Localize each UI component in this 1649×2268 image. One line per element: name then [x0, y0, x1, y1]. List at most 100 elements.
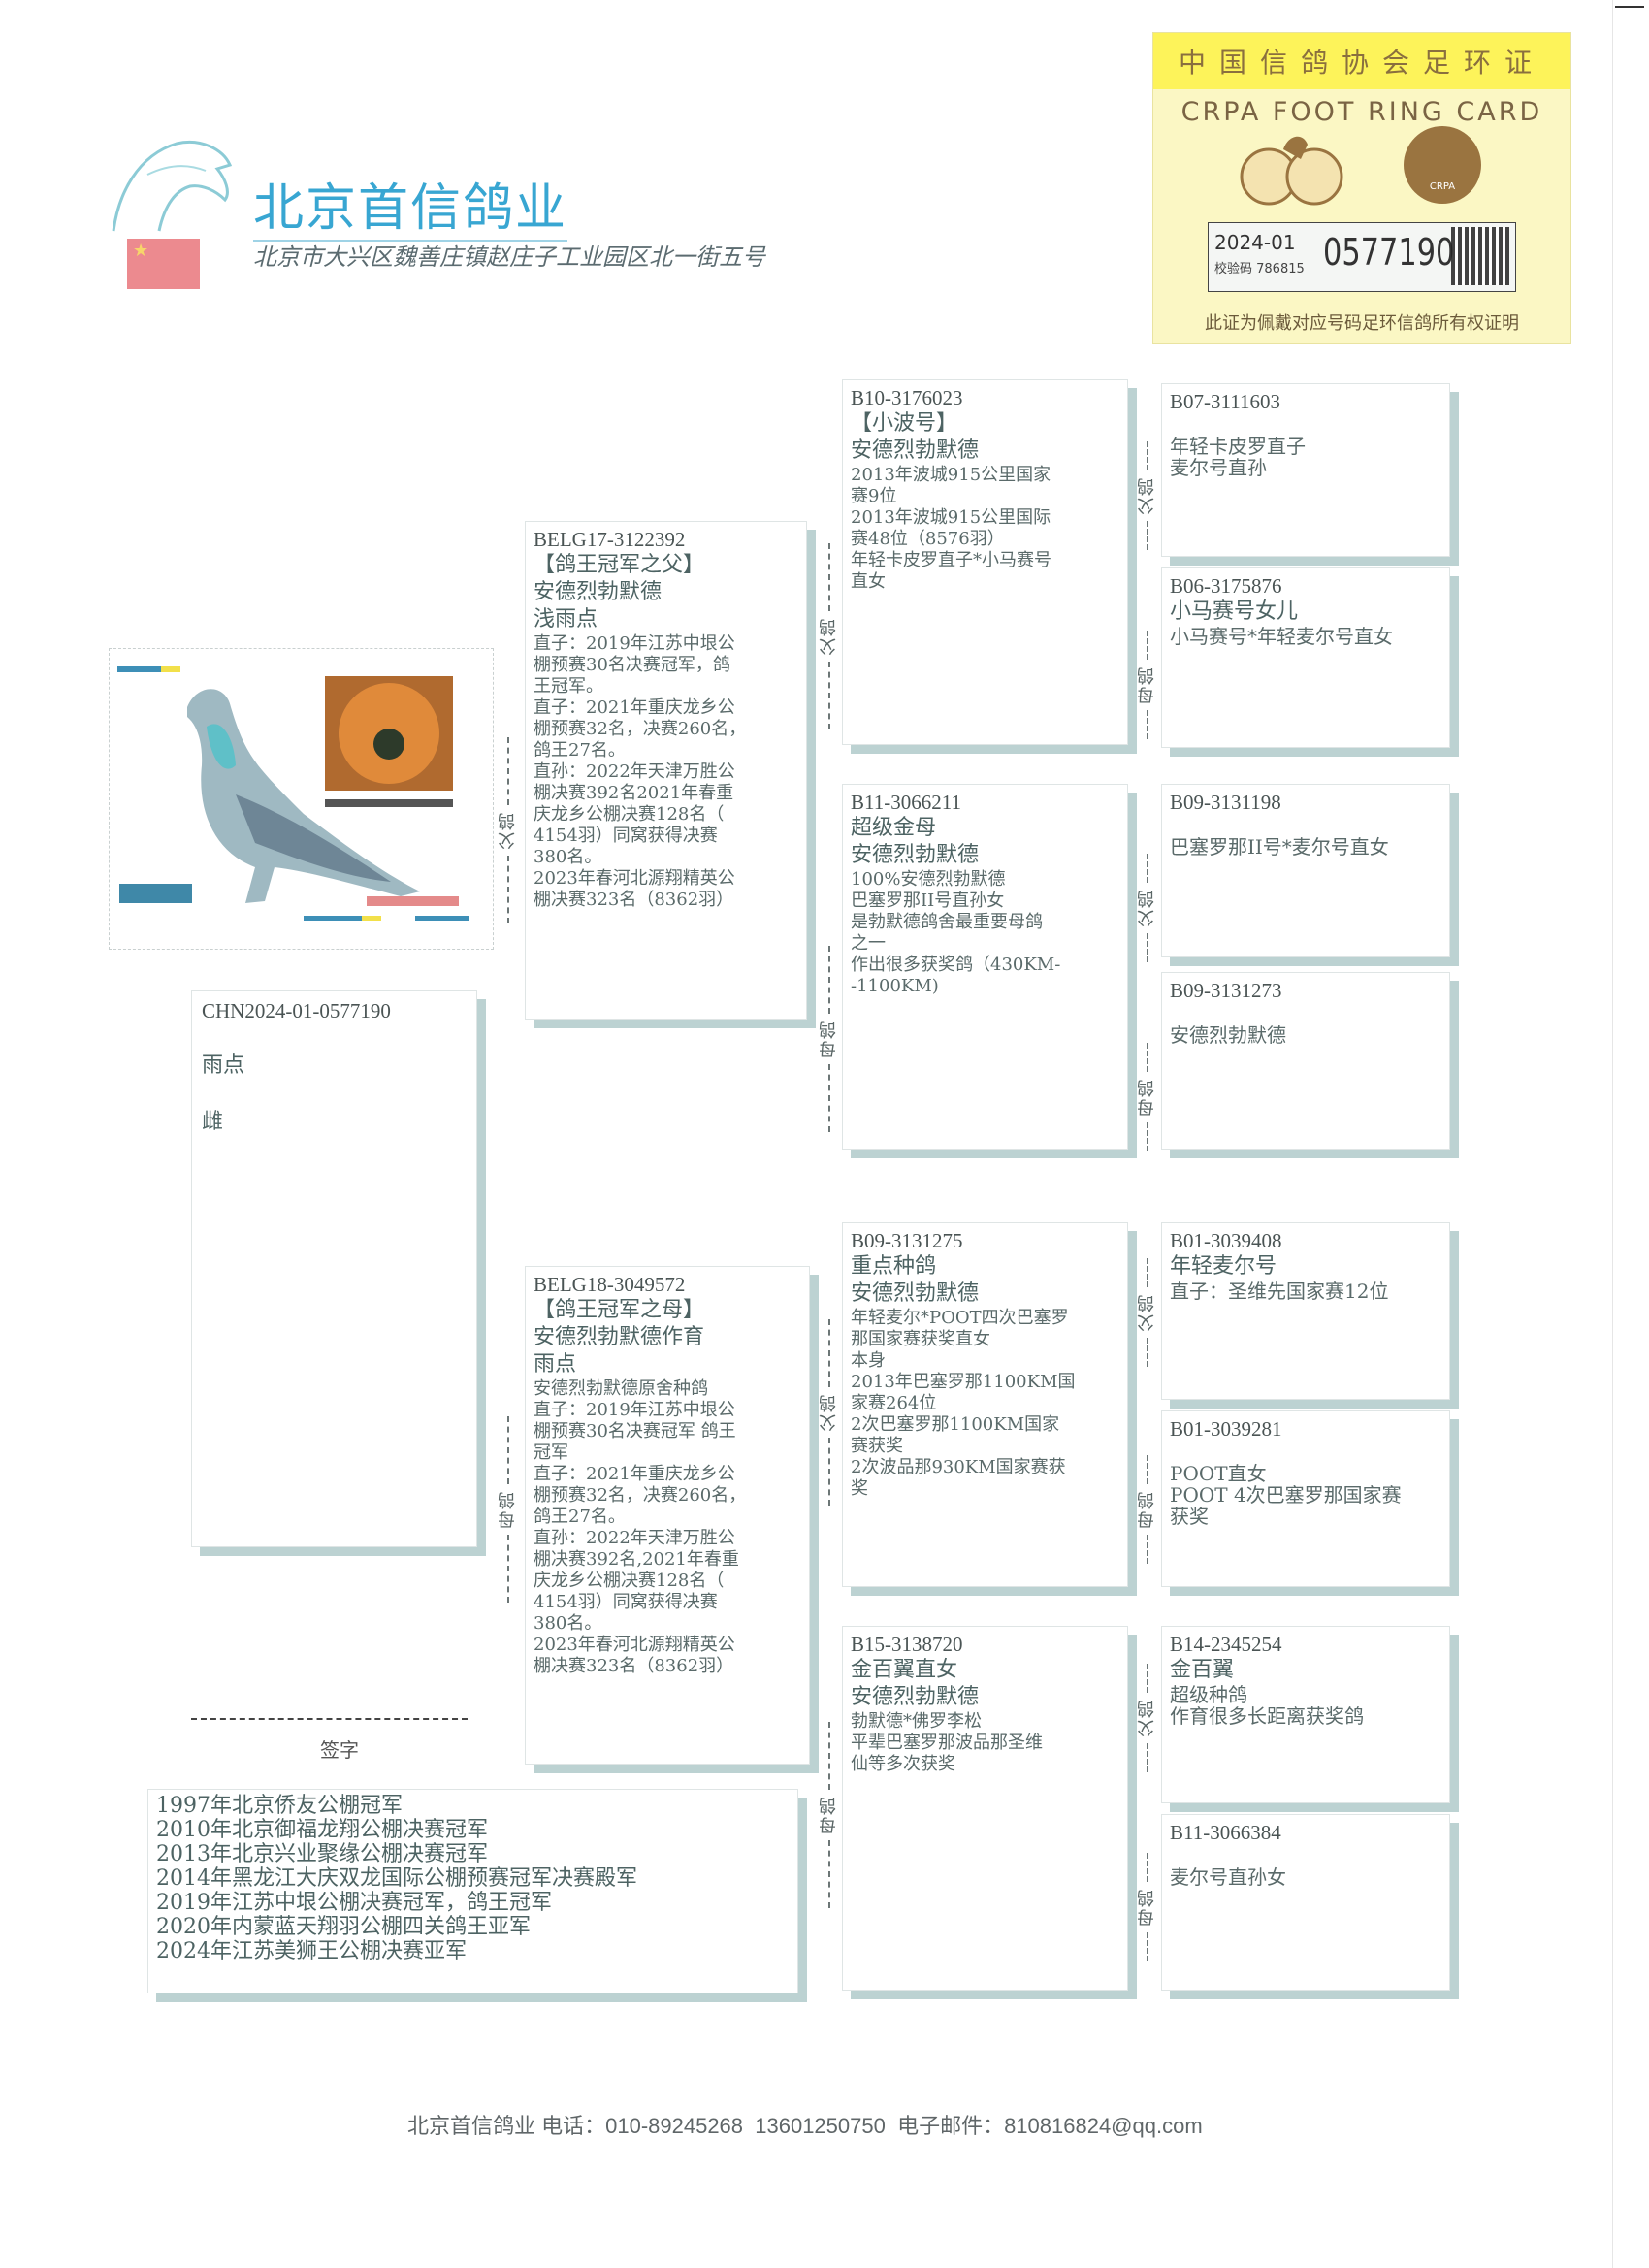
achievement-item: 2024年江苏美狮王公棚决赛亚军 [156, 1939, 467, 1963]
loft-achievements-box: 1997年北京侨友公棚冠军 2010年北京御福龙翔公棚决赛冠军 2013年北京兴… [147, 1789, 798, 1993]
pigeon-photo [109, 648, 494, 950]
foot-ring-card: 中国信鸽协会足环证 CRPA FOOT RING CARD CRPA 2024-… [1152, 32, 1571, 344]
subject-color: 雨点 [202, 1053, 245, 1078]
gp-detail: 家赛264位 [851, 1393, 937, 1413]
sire-connector-label: 父鸽 [1137, 441, 1157, 550]
grandparent-box: B11-3066211 超级金母 安德烈勃默德 100%安德烈勃默德 巴塞罗那I… [842, 784, 1128, 1150]
gp-name: 金百翼直女 [851, 1658, 958, 1682]
gp-detail: 2次巴塞罗那1100KM国家 [851, 1414, 1060, 1435]
dam-connector-label: 母鸽 [819, 1722, 839, 1908]
ggp-detail: 麦尔号直孙 [1170, 456, 1267, 479]
ggp-detail: 麦尔号直孙女 [1170, 1865, 1286, 1889]
gp-strain: 安德烈勃默德 [851, 438, 980, 463]
gp-ring: B10-3176023 [851, 386, 963, 409]
achievement-item: 2010年北京御福龙翔公棚决赛冠军 [156, 1818, 488, 1842]
qr-code-icon [1451, 227, 1509, 285]
signature-label: 签字 [320, 1738, 359, 1762]
china-flag-icon: ★ [127, 239, 200, 289]
dam-detail: 安德烈勃默德原舍种鸽 [534, 1378, 708, 1399]
great-grandparent-box: B09-3131273 安德烈勃默德 [1161, 972, 1450, 1150]
dam-strain: 安德烈勃默德作育 [534, 1325, 705, 1349]
crpa-seal-text: CRPA [1429, 181, 1456, 192]
great-grandparent-box: B09-3131198 巴塞罗那II号*麦尔号直女 [1161, 784, 1450, 957]
subject-sex: 雌 [202, 1110, 224, 1134]
sire-connector-label: 父鸽 [1137, 1664, 1157, 1772]
globe-pigeon-logo-icon [1235, 130, 1351, 208]
ggp-ring: B01-3039408 [1170, 1229, 1282, 1252]
ggp-name: 金百翼 [1170, 1658, 1235, 1682]
sire-connector-label: 父鸽 [819, 1319, 839, 1506]
ggp-name: 小马赛号女儿 [1170, 599, 1299, 624]
dam-connector-label: 母鸽 [1137, 1455, 1157, 1564]
great-grandparent-box: B06-3175876 小马赛号女儿 小马赛号*年轻麦尔号直女 [1161, 567, 1450, 748]
gp-strain: 安德烈勃默德 [851, 1281, 980, 1306]
ggp-ring: B09-3131198 [1170, 791, 1281, 814]
achievement-item: 1997年北京侨友公棚冠军 [156, 1794, 403, 1818]
ring-card-title-cn: 中国信鸽协会足环证 [1153, 33, 1570, 89]
sire-detail: 2023年春河北源翔精英公 [534, 868, 735, 889]
gp-ring: B15-3138720 [851, 1633, 963, 1656]
great-grandparent-box: B01-3039281 POOT直女 POOT 4次巴塞罗那国家赛 获奖 [1161, 1410, 1450, 1587]
gp-detail: 年轻麦尔*POOT四次巴塞罗 [851, 1308, 1069, 1328]
dam-connector-label: 母鸽 [1137, 1043, 1157, 1151]
dam-detail: 直孙：2022年天津万胜公 [534, 1528, 735, 1548]
dam-detail: 4154羽）同窝获得决赛 [534, 1592, 718, 1612]
sire-box: BELG17-3122392 【鸽王冠军之父】 安德烈勃默德 浅雨点 直子：20… [525, 521, 807, 1020]
dam-detail: 鸽王27名。 [534, 1507, 626, 1527]
ggp-detail: POOT 4次巴塞罗那国家赛 [1170, 1483, 1402, 1507]
ggp-name: 年轻麦尔号 [1170, 1254, 1277, 1279]
gp-detail: 作出很多获奖鸽（430KM- [851, 955, 1061, 975]
dam-detail: 380名。 [534, 1613, 602, 1634]
sire-title: 【鸽王冠军之父】 [534, 553, 705, 577]
sire-detail: 庆龙乡公棚决赛128名（ [534, 804, 725, 825]
subject-ring-number: CHN2024-01-0577190 [202, 999, 391, 1022]
sire-detail: 棚决赛323名（8362羽） [534, 890, 734, 910]
achievement-item: 2014年黑龙江大庆双龙国际公棚预赛冠军决赛殿军 [156, 1866, 637, 1891]
dam-detail: 棚决赛323名（8362羽） [534, 1656, 734, 1676]
sire-detail: 王冠军。 [534, 676, 603, 697]
gp-strain: 安德烈勃默德 [851, 1685, 980, 1709]
gp-detail: 赛9位 [851, 486, 897, 506]
ring-card-title-en: CRPA FOOT RING CARD [1180, 97, 1543, 127]
ring-year-code: 2024-01 [1214, 231, 1296, 254]
dam-detail: 棚预赛30名决赛冠军 鸽王 [534, 1421, 736, 1442]
sire-detail: 棚预赛30名决赛冠军，鸽 [534, 655, 730, 675]
gp-detail: 本身 [851, 1350, 886, 1371]
dam-detail: 2023年春河北源翔精英公 [534, 1635, 735, 1655]
sire-detail: 鸽王27名。 [534, 740, 626, 761]
ggp-detail: 超级种鸽 [1170, 1683, 1247, 1706]
sire-detail: 直子：2021年重庆龙乡公 [534, 697, 735, 718]
dam-title: 【鸽王冠军之母】 [534, 1298, 705, 1322]
ggp-detail: 巴塞罗那II号*麦尔号直女 [1170, 835, 1389, 859]
dam-connector-label: 母鸽 [498, 1416, 518, 1603]
corner-mark [1615, 6, 1644, 8]
ggp-ring: B11-3066384 [1170, 1821, 1281, 1844]
ring-number: 0577190 [1323, 231, 1455, 274]
gp-detail: 勃默德*佛罗李松 [851, 1711, 982, 1732]
sire-detail: 直孙：2022年天津万胜公 [534, 761, 735, 782]
gp-detail: 是勃默德鸽舍最重要母鸽 [851, 912, 1043, 932]
gp-name: 【小波号】 [851, 411, 958, 436]
sire-strain: 安德烈勃默德 [534, 580, 663, 604]
great-grandparent-box: B11-3066384 麦尔号直孙女 [1161, 1814, 1450, 1991]
sire-ring: BELG17-3122392 [534, 528, 686, 551]
gp-detail: 平辈巴塞罗那波品那圣维 [851, 1733, 1043, 1753]
dam-connector-label: 母鸽 [1137, 631, 1157, 739]
subject-pigeon-box: CHN2024-01-0577190 雨点 雌 [191, 990, 477, 1547]
sire-connector-label: 父鸽 [819, 543, 839, 729]
ggp-ring: B01-3039281 [1170, 1417, 1282, 1441]
eagle-logo-icon [109, 136, 240, 233]
ring-tag: 2024-01 校验码 786815 0577190 [1208, 222, 1516, 292]
sire-detail: 380名。 [534, 847, 602, 867]
great-grandparent-box: B01-3039408 年轻麦尔号 直子：圣维先国家赛12位 [1161, 1222, 1450, 1400]
ggp-detail: 年轻卡皮罗直子 [1170, 435, 1306, 458]
gp-detail: 那国家赛获奖直女 [851, 1329, 990, 1349]
achievement-item: 2020年内蒙蓝天翔羽公棚四关鸽王亚军 [156, 1915, 531, 1939]
ggp-detail: 安德烈勃默德 [1170, 1023, 1286, 1047]
gp-ring: B09-3131275 [851, 1229, 963, 1252]
sire-connector-label: 父鸽 [498, 737, 518, 923]
grandparent-box: B10-3176023 【小波号】 安德烈勃默德 2013年波城915公里国家 … [842, 379, 1128, 745]
gp-detail: 仙等多次获奖 [851, 1754, 955, 1774]
dam-detail: 冠军 [534, 1442, 568, 1463]
ggp-detail: 小马赛号*年轻麦尔号直女 [1170, 625, 1393, 648]
